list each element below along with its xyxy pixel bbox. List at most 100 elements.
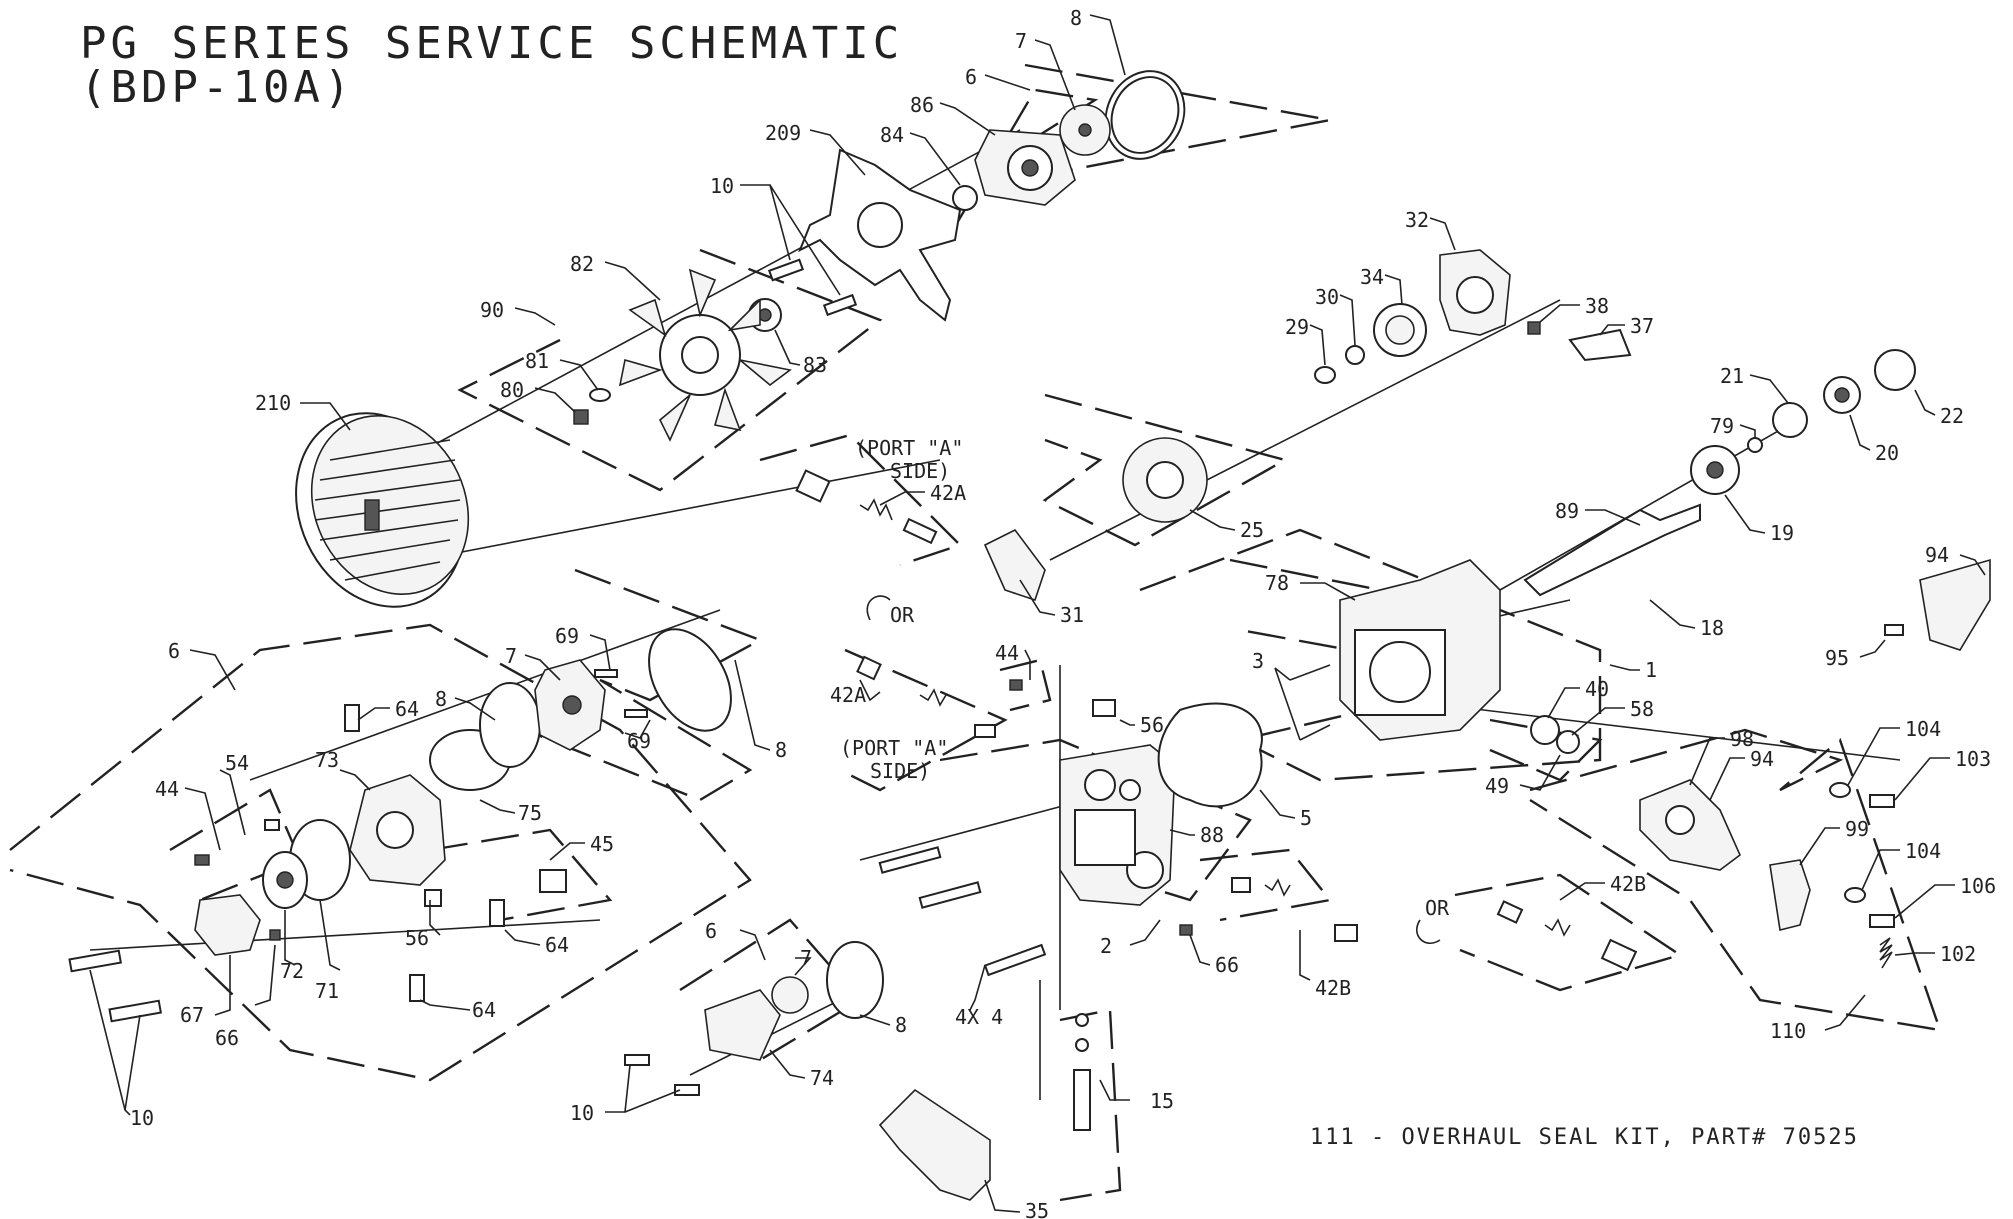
relief-45 — [539, 869, 567, 893]
seal-kit-note: 111 - OVERHAUL SEAL KIT, PART# 70525 — [1310, 1125, 1859, 1150]
callout-2: 2 — [1100, 934, 1112, 958]
boundary-44-mid — [999, 658, 1052, 712]
seal-84 — [952, 185, 978, 211]
callout-54: 54 — [225, 751, 249, 775]
ring-30 — [1345, 345, 1365, 365]
port-note-bottom-line2: SIDE) — [870, 759, 930, 783]
parts — [68, 70, 1991, 1201]
boundary-rotor — [1042, 393, 1289, 547]
plug-56-mid — [1092, 699, 1116, 717]
callout-74: 74 — [810, 1066, 834, 1090]
callout-44-mid: 44 — [995, 641, 1019, 665]
spring-102 — [1879, 937, 1893, 969]
ring-21 — [1772, 402, 1808, 438]
seal-40 — [1530, 715, 1560, 745]
port-note-bottom-line1: (PORT "A" — [840, 736, 948, 760]
callout-8-left: 8 — [435, 687, 447, 711]
callout-88: 88 — [1200, 823, 1224, 847]
boundary-42a-mid — [839, 648, 1008, 792]
spring-29 — [1314, 366, 1336, 384]
callout-81: 81 — [525, 349, 549, 373]
check-valve-15 — [1073, 1013, 1091, 1131]
callout-79: 79 — [1710, 414, 1734, 438]
callout-86: 86 — [910, 93, 934, 117]
callouts: 8 7 6 86 84 209 10 82 90 81 80 83 210 32… — [89, 6, 1996, 1219]
bolt-10-top-a — [767, 258, 805, 282]
callout-18: 18 — [1700, 616, 1724, 640]
callout-42a-mid: 42A — [830, 683, 866, 707]
callout-35: 35 — [1025, 1199, 1049, 1219]
callout-89: 89 — [1555, 499, 1579, 523]
callout-31: 31 — [1060, 603, 1084, 627]
callout-104-bottom: 104 — [1905, 839, 1941, 863]
lever-99 — [1769, 859, 1811, 931]
callout-66-mid: 66 — [1215, 953, 1239, 977]
callout-5: 5 — [1300, 806, 1312, 830]
washer-104-bottom — [1844, 887, 1866, 903]
bolt-106 — [1869, 914, 1895, 928]
callout-1: 1 — [1645, 658, 1657, 682]
callout-15: 15 — [1150, 1089, 1174, 1113]
callout-44-left: 44 — [155, 777, 179, 801]
plug-66-left — [269, 929, 281, 941]
boundary-main-housing — [1139, 528, 1602, 782]
bracket-35 — [878, 1088, 991, 1201]
nut-80 — [573, 409, 589, 425]
relief-kit-42a-top — [795, 469, 938, 545]
bolt-103 — [1869, 794, 1895, 808]
callout-94-mid: 94 — [1750, 747, 1774, 771]
port-note-top-line2: SIDE) — [890, 459, 950, 483]
rear-cap-74 — [704, 989, 781, 1061]
callout-210: 210 — [255, 391, 291, 415]
page-title: PG SERIES SERVICE SCHEMATIC — [80, 18, 904, 69]
callout-42a-top: 42A — [930, 481, 966, 505]
shaft-89 — [1523, 503, 1701, 597]
callout-42b-right: 42B — [1610, 872, 1646, 896]
callout-6-bottom-label: 6 — [705, 919, 717, 943]
o-ring-8-bottom — [826, 941, 884, 1019]
callout-103: 103 — [1955, 747, 1991, 771]
boundary-rear-cap — [679, 918, 862, 1062]
callout-58: 58 — [1630, 697, 1654, 721]
plug-44-left — [194, 854, 210, 866]
callout-42b-mid: 42B — [1315, 976, 1351, 1000]
relief-kit-42b-right — [1496, 900, 1638, 972]
bolt-4 — [983, 943, 1047, 977]
callout-25: 25 — [1240, 518, 1264, 542]
fitting-64-bottom — [409, 974, 425, 1002]
rotation-label-top: OR — [890, 603, 915, 627]
boundary-lever — [1529, 728, 1942, 1032]
boundary-42a-top — [759, 433, 963, 567]
callout-84: 84 — [880, 123, 904, 147]
dashed-boundaries — [9, 63, 1942, 1202]
callout-80: 80 — [500, 378, 524, 402]
callout-7-top: 7 — [1015, 29, 1027, 53]
callout-69-bottom-label: 69 — [627, 729, 651, 753]
callout-6-top: 6 — [965, 65, 977, 89]
plug-56-left — [424, 889, 442, 907]
callout-3: 3 — [1252, 649, 1264, 673]
callout-10-bottom: 10 — [570, 1101, 594, 1125]
callout-20: 20 — [1875, 441, 1899, 465]
plug-54 — [264, 819, 280, 831]
port-note-top-line1: (PORT "A" — [855, 436, 963, 460]
ring-58 — [1556, 730, 1580, 754]
o-ring-8-right — [648, 628, 732, 732]
callout-71: 71 — [315, 979, 339, 1003]
callout-75: 75 — [518, 801, 542, 825]
gear-7-bottom — [771, 976, 809, 1014]
callout-10-top: 10 — [710, 174, 734, 198]
fan-82 — [618, 268, 792, 442]
shaft-37 — [1568, 328, 1632, 362]
relief-kit-42b-mid — [1231, 877, 1358, 942]
callout-99: 99 — [1845, 817, 1869, 841]
callout-21: 21 — [1720, 364, 1744, 388]
plug-66-mid — [1179, 924, 1193, 936]
callout-49: 49 — [1485, 774, 1509, 798]
callout-64-bottom: 64 — [472, 998, 496, 1022]
callout-19: 19 — [1770, 521, 1794, 545]
callout-22: 22 — [1940, 404, 1964, 428]
end-cap-assembly — [68, 628, 732, 1023]
plug-44-mid — [1009, 679, 1023, 691]
